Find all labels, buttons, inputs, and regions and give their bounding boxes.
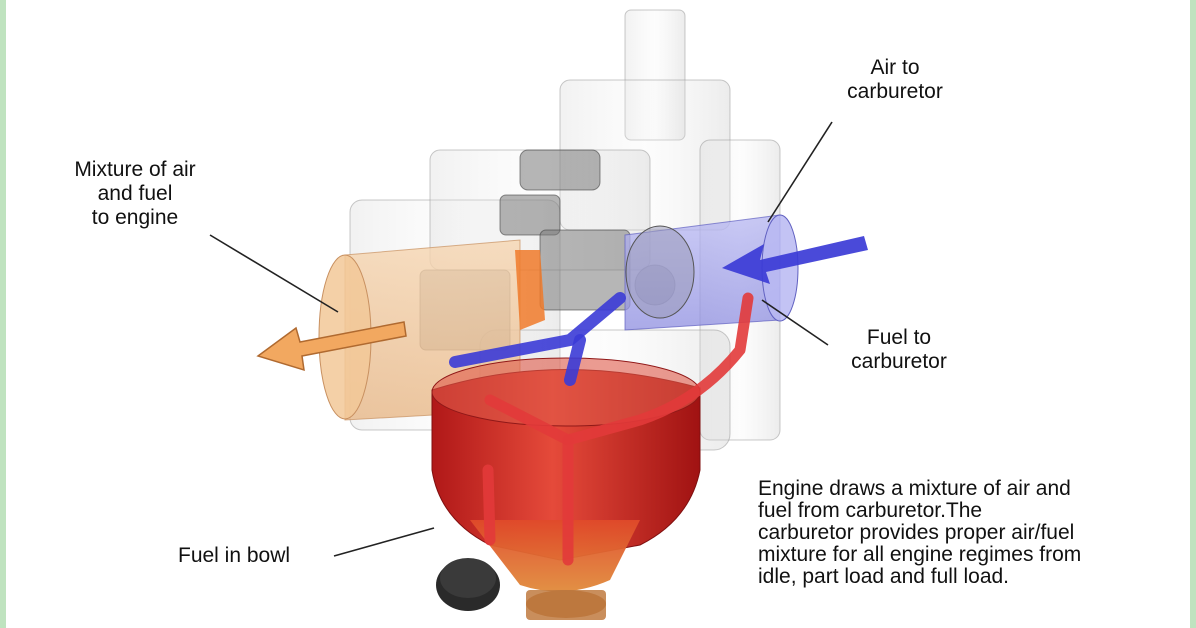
fuel-passages (482, 292, 754, 566)
mixture-flow-arrow (256, 321, 407, 372)
drain-knob (436, 558, 500, 611)
description-text: Engine draws a mixture of air and fuel f… (758, 477, 1082, 588)
air-flow-arrow (722, 236, 868, 284)
mixing-chamber (515, 250, 545, 330)
label-mixture-to-engine: Mixture of air and fuel to engine (74, 158, 196, 229)
leader-lines (209, 121, 833, 557)
label-fuel-in-bowl: Fuel in bowl (178, 544, 291, 567)
air-tube (624, 214, 799, 331)
label-fuel-to-carburetor: Fuel to carburetor (851, 326, 947, 373)
label-air-to-carburetor: Air to carburetor (847, 56, 943, 103)
fuel-jet (449, 292, 626, 386)
